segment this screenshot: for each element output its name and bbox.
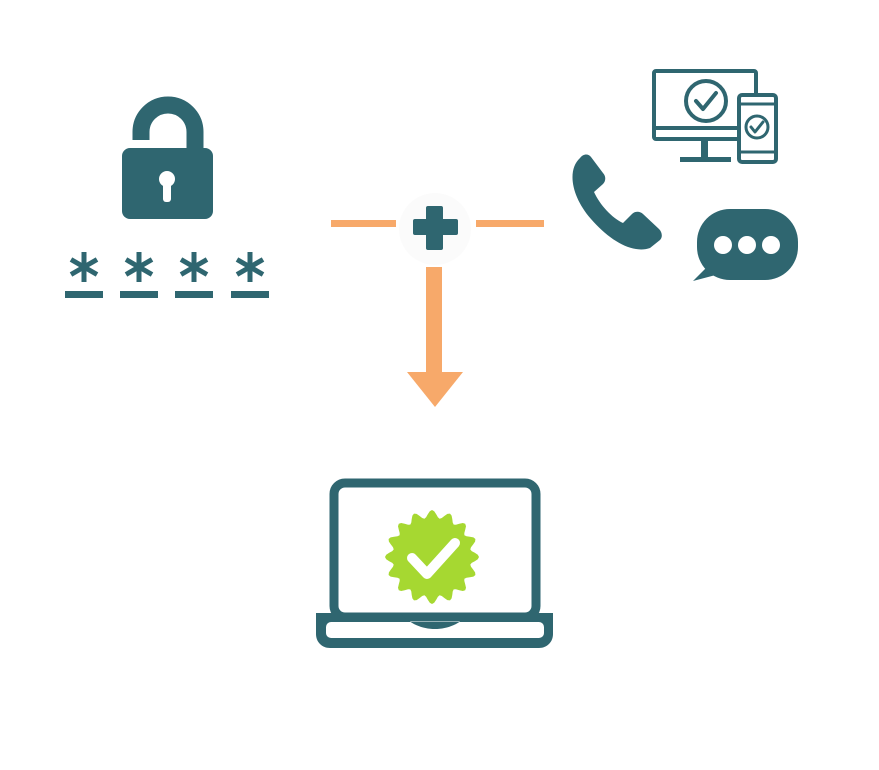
phone-handset-icon — [572, 154, 662, 250]
asterisk-stroke — [69, 257, 99, 277]
phone-checkmark — [749, 120, 765, 134]
password-asterisk-1 — [69, 252, 99, 282]
padlock-shackle — [132, 96, 204, 152]
arrow-shaft — [426, 267, 442, 375]
password-asterisks-icon — [65, 252, 269, 298]
laptop-icon — [316, 478, 553, 648]
password-underline-2 — [120, 291, 158, 298]
asterisk-stroke — [179, 257, 209, 277]
smartphone-check-icon — [737, 93, 778, 164]
chat-dot-1 — [714, 236, 732, 254]
chat-dot-2 — [738, 236, 756, 254]
verified-badge-shape — [385, 510, 479, 604]
monitor-base — [680, 157, 731, 162]
chat-bubble-dots-icon — [693, 209, 798, 281]
padlock-keyhole-slot — [163, 183, 171, 202]
password-underline-3 — [175, 291, 213, 298]
chat-bubble-tail — [693, 262, 727, 281]
verified-checkmark — [407, 538, 460, 579]
padlock-keyhole-top — [159, 171, 175, 187]
laptop-notch — [400, 613, 470, 629]
handset-shape — [572, 154, 662, 250]
desktop-monitor-check-icon — [652, 69, 758, 162]
password-asterisk-3 — [179, 252, 209, 282]
chat-dot-3 — [762, 236, 780, 254]
monitor-neck — [701, 139, 708, 157]
monitor-checkmark — [694, 91, 718, 111]
phone-check-circle — [744, 114, 770, 140]
monitor-check-circle — [684, 79, 728, 123]
verified-badge-icon — [385, 510, 479, 604]
password-asterisk-4 — [235, 252, 265, 282]
connector-line-left — [331, 220, 396, 227]
password-asterisk-2 — [124, 252, 154, 282]
plus-horizontal — [413, 219, 458, 235]
asterisk-stroke — [124, 257, 154, 277]
arrow-head — [407, 372, 463, 407]
asterisk-stroke — [235, 257, 265, 277]
password-underline-4 — [231, 291, 269, 298]
password-underline-1 — [65, 291, 103, 298]
down-arrow-icon — [407, 267, 463, 407]
open-padlock-icon — [122, 96, 213, 219]
connector-line-right — [476, 220, 544, 227]
laptop-base-inner — [326, 622, 544, 638]
plus-icon — [399, 193, 471, 265]
